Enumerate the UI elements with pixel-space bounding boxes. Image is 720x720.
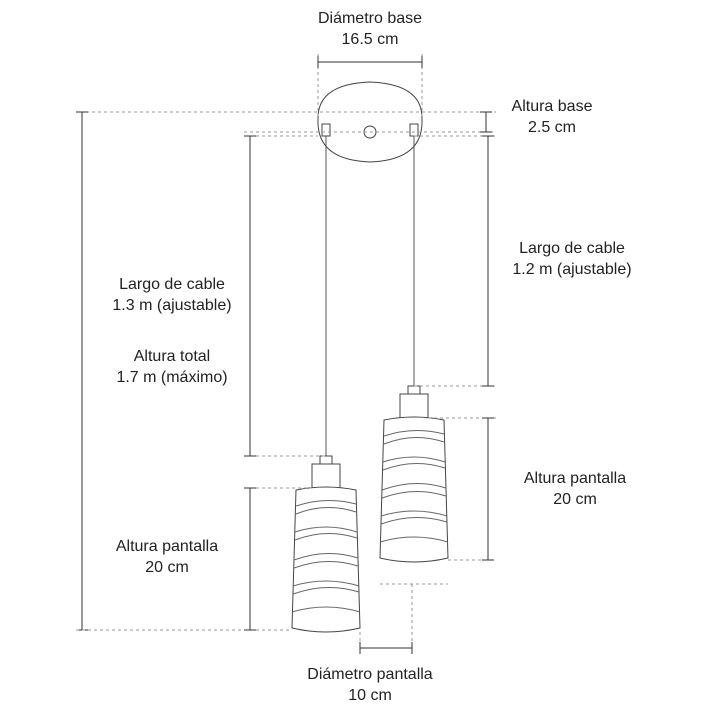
left-pendant [291, 455, 361, 633]
base-left-clip [321, 123, 331, 137]
right-shade-height-label: Altura pantalla 20 cm [523, 470, 627, 508]
left-shade-height-label: Altura pantalla 20 cm [115, 538, 219, 576]
base-diameter-dimension [317, 54, 423, 116]
total-height-label: Altura total 1.7 m (máximo) [116, 348, 228, 386]
right-cable-label: Largo de cable 1.2 m (ajustable) [512, 240, 632, 278]
left-cable-label: Largo de cable 1.3 m (ajustable) [112, 276, 232, 314]
left-shade [291, 486, 361, 633]
base-height-label: Altura base 2.5 cm [511, 98, 593, 136]
ceiling-base [317, 81, 423, 163]
right-socket [399, 393, 429, 419]
left-cable-dimension [244, 135, 326, 457]
right-shade-height-dimension [428, 417, 496, 561]
left-shade-height-dimension [76, 487, 312, 631]
right-shade [379, 416, 449, 563]
right-cable-dimension [414, 135, 496, 387]
right-pendant [379, 385, 449, 563]
base-diameter-label: Diámetro base 16.5 cm [317, 10, 423, 48]
total-height-dimension [76, 111, 88, 631]
shade-diameter-dimension [359, 583, 448, 656]
base-right-clip [409, 123, 419, 137]
base-height-dimension [80, 111, 496, 133]
shade-diameter-label: Diámetro pantalla 10 cm [307, 666, 433, 704]
left-socket [311, 463, 341, 489]
